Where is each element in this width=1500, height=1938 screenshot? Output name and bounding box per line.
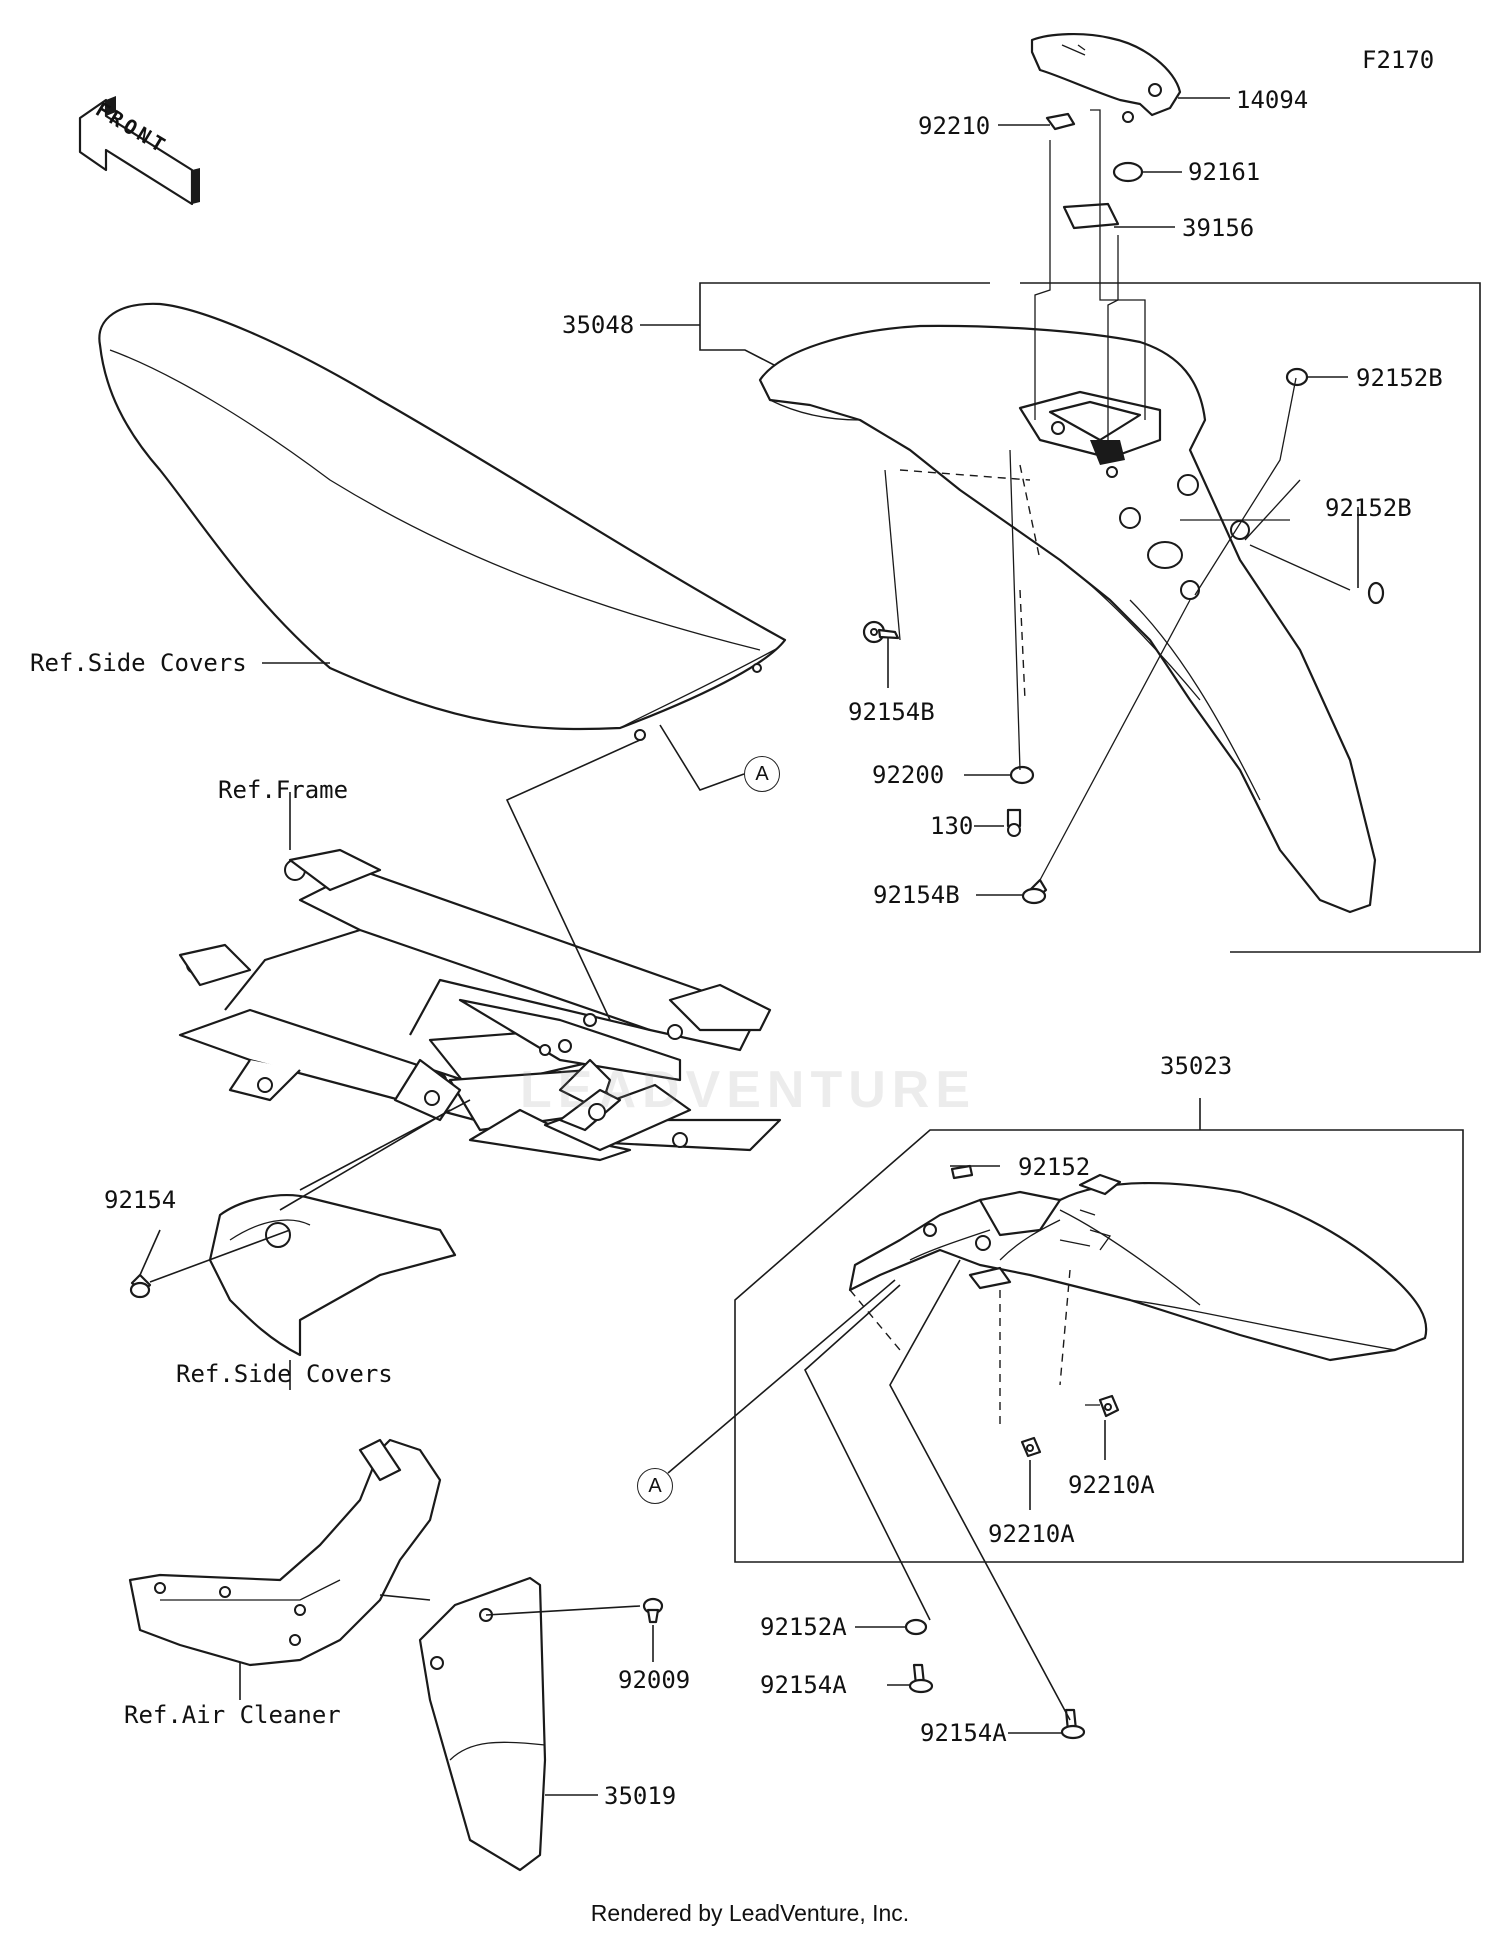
bolt-92009-drawing (642, 1597, 664, 1624)
part-label-14094[interactable]: 14094 (1236, 86, 1309, 114)
part-label-92154b-left[interactable]: 92154B (848, 698, 935, 726)
ref-frame[interactable]: Ref.Frame (218, 776, 349, 804)
nut-92210-drawing (1045, 112, 1076, 131)
part-label-35048[interactable]: 35048 (562, 311, 635, 339)
side-cover-drawing (208, 1194, 457, 1357)
part-label-92200[interactable]: 92200 (872, 761, 945, 789)
part-label-92009[interactable]: 92009 (618, 1666, 691, 1694)
part-label-92152[interactable]: 92152 (1018, 1153, 1091, 1181)
part-label-92154[interactable]: 92154 (104, 1186, 177, 1214)
callout-a-top: A (744, 756, 780, 792)
footer-credit: Rendered by LeadVenture, Inc. (590, 1900, 910, 1926)
part-label-92210[interactable]: 92210 (918, 112, 991, 140)
callout-a-bottom: A (637, 1468, 673, 1504)
part-label-92154b-bottom[interactable]: 92154B (873, 881, 960, 909)
number-plate-drawing (1030, 32, 1182, 123)
screw-drawing (877, 628, 1048, 905)
part-label-92152b-top[interactable]: 92152B (1356, 364, 1443, 392)
bolt-92154-drawing (129, 1273, 152, 1299)
part-label-92210a-right[interactable]: 92210A (1068, 1471, 1155, 1499)
part-label-92152a[interactable]: 92152A (760, 1613, 847, 1641)
seat-drawing (98, 302, 787, 741)
leader-lines (139, 97, 1359, 1796)
part-label-92154a-left[interactable]: 92154A (760, 1671, 847, 1699)
part-label-39156[interactable]: 39156 (1182, 214, 1255, 242)
air-cleaner-drawing (128, 1438, 442, 1667)
pad-39156-drawing (1062, 202, 1120, 230)
part-label-92154a-right[interactable]: 92154A (920, 1719, 1007, 1747)
part-label-35019[interactable]: 35019 (604, 1782, 677, 1810)
part-label-92210a-left[interactable]: 92210A (988, 1520, 1075, 1548)
front-arrow-icon (78, 96, 200, 206)
part-label-92152b-mid[interactable]: 92152B (1325, 494, 1412, 522)
rear-fender-drawing (734, 1098, 1464, 1563)
part-label-92161[interactable]: 92161 (1188, 158, 1261, 186)
ref-side-covers-top[interactable]: Ref.Side Covers (30, 649, 247, 677)
watermark-text: LEADVENTURE (520, 1061, 977, 1119)
part-label-130[interactable]: 130 (930, 812, 974, 840)
ref-side-covers-bottom[interactable]: Ref.Side Covers (176, 1360, 393, 1388)
diagram-code: F2170 (1362, 46, 1435, 74)
front-fender-drawing (699, 282, 1481, 953)
frame-drawing (178, 848, 782, 1162)
ref-air-cleaner[interactable]: Ref.Air Cleaner (124, 1701, 341, 1729)
part-label-35023[interactable]: 35023 (1160, 1052, 1233, 1080)
airbox-cover-drawing (418, 1576, 547, 1872)
rear-small-parts-drawing (904, 1164, 1120, 1740)
grommet-92161-drawing (1112, 161, 1144, 183)
